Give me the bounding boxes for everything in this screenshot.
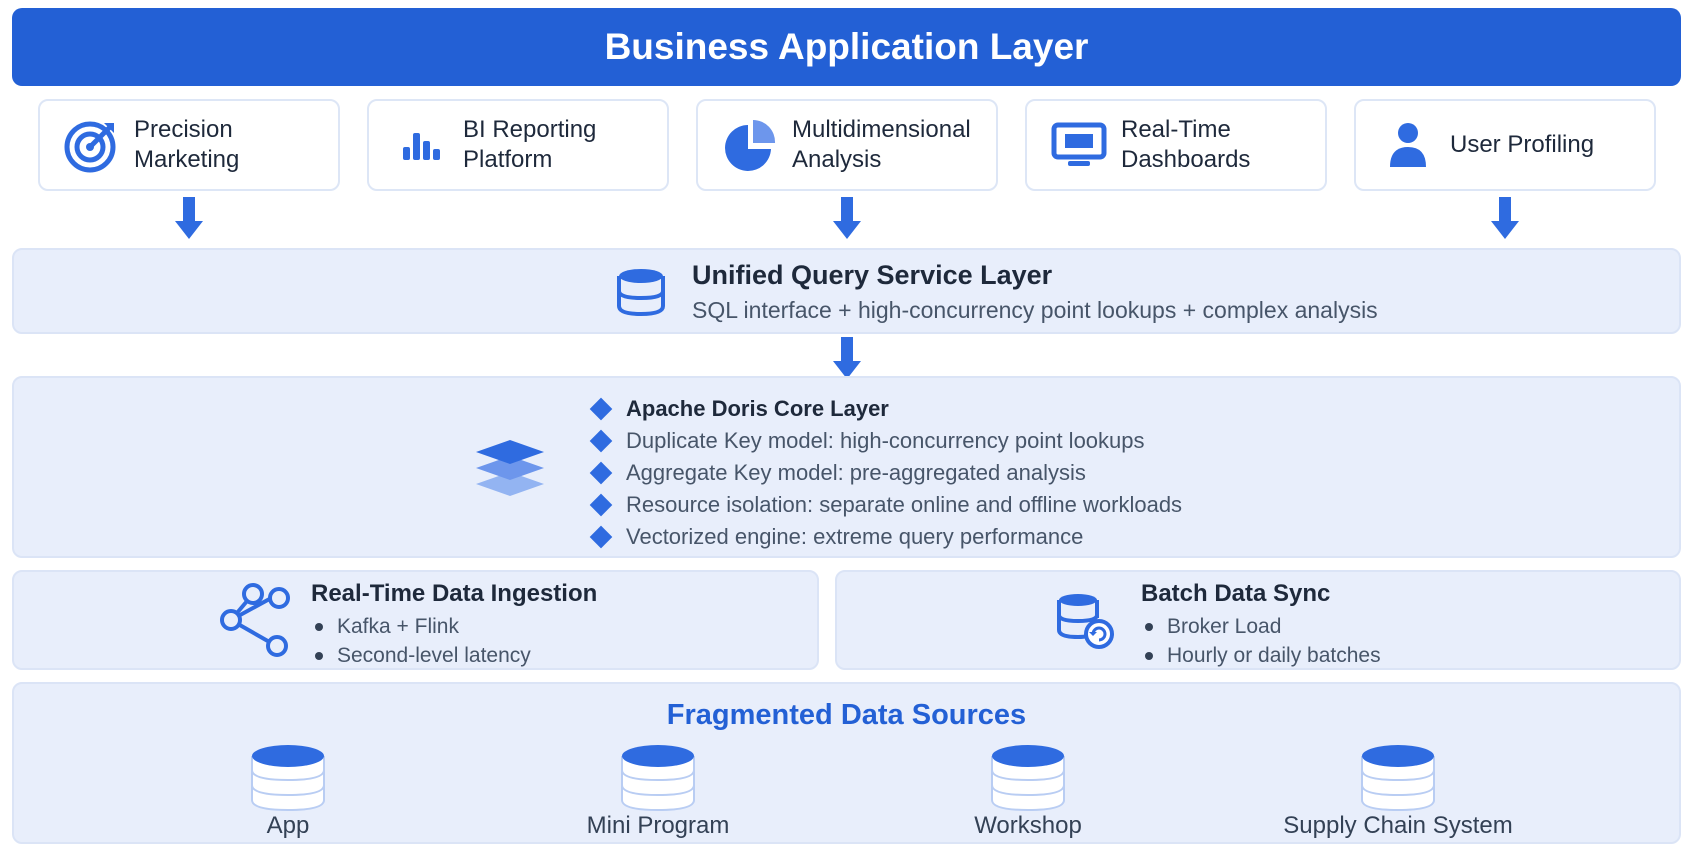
core-list-item: Duplicate Key model: high-concurrency po… [589,425,1309,457]
list-item: Kafka + Flink [311,612,531,641]
batch-sync-bullets: Broker Load Hourly or daily batches [1141,612,1381,670]
monitor-icon [1049,115,1109,175]
target-icon [62,115,122,175]
real-time-ingestion-title: Real-Time Data Ingestion [311,580,598,607]
down-arrow-icon [833,337,861,379]
data-source-app: App [138,744,438,840]
bullet-dot-icon [1145,622,1153,631]
diamond-bullet-icon [589,461,613,485]
bullet-dot-icon [315,651,323,660]
app-label: BI Reporting Platform [463,116,597,173]
core-feature-list: Apache Doris Core Layer Duplicate Key mo… [589,393,1309,553]
down-arrow-icon [833,197,861,239]
database-icon [1361,745,1435,812]
data-source-mini-program: Mini Program [508,744,808,840]
real-time-ingestion-panel: Real-Time Data Ingestion Kafka + Flink S… [12,570,819,670]
bullet-dot-icon [315,622,323,631]
database-icon [991,745,1065,812]
data-sources-title: Fragmented Data Sources [666,699,1027,731]
app-card-real-time-dashboards[interactable]: Real-Time Dashboards [1025,99,1327,191]
header-title: Business Application Layer [604,26,1089,67]
real-time-ingestion-bullets: Kafka + Flink Second-level latency [311,612,531,670]
core-list-item: Vectorized engine: extreme query perform… [589,521,1309,553]
data-source-label: Supply Chain System [1283,812,1513,839]
database-icon [251,745,325,812]
app-card-multidimensional-analysis[interactable]: Multidimensional Analysis [696,99,998,191]
apache-doris-core-layer: Apache Doris Core Layer Duplicate Key mo… [12,376,1681,558]
query-layer-title: Unified Query Service Layer [692,260,1053,290]
diamond-bullet-icon [589,525,613,549]
batch-data-sync-panel: Batch Data Sync Broker Load Hourly or da… [835,570,1681,670]
data-source-label: App [266,812,310,839]
data-source-label: Workshop [974,812,1082,839]
core-list-item: Aggregate Key model: pre-aggregated anal… [589,457,1309,489]
user-icon [1378,115,1438,175]
fragmented-data-sources-panel: Fragmented Data Sources App Mini Program… [12,682,1681,844]
list-item: Broker Load [1141,612,1381,641]
core-list-item: Resource isolation: separate online and … [589,489,1309,521]
bar-chart-icon [391,115,451,175]
app-label: Precision Marketing [134,116,240,173]
app-card-precision-marketing[interactable]: Precision Marketing [38,99,340,191]
app-card-user-profiling[interactable]: User Profiling [1354,99,1656,191]
app-label: Real-Time Dashboards [1121,116,1251,173]
data-source-label: Mini Program [586,812,730,839]
database-icon [621,745,695,812]
database-icon [615,266,667,318]
database-sync-icon [1054,590,1116,652]
list-item: Second-level latency [311,641,531,670]
down-arrow-icon [175,197,203,239]
data-source-supply-chain: Supply Chain System [1248,744,1548,840]
unified-query-service-layer: Unified Query Service Layer SQL interfac… [12,248,1681,334]
list-item: Hourly or daily batches [1141,641,1381,670]
pie-chart-icon [720,115,780,175]
data-source-workshop: Workshop [878,744,1178,840]
bullet-dot-icon [1145,651,1153,660]
batch-sync-title: Batch Data Sync [1141,580,1331,607]
app-card-bi-reporting[interactable]: BI Reporting Platform [367,99,669,191]
diamond-bullet-icon [589,429,613,453]
down-arrow-icon [1491,197,1519,239]
share-nodes-icon [217,582,293,658]
core-list-item: Apache Doris Core Layer [589,393,1309,425]
diamond-bullet-icon [589,493,613,517]
diamond-bullet-icon [589,397,613,421]
business-application-layer-banner: Business Application Layer [12,8,1681,86]
layers-icon [474,434,546,500]
query-layer-subtitle: SQL interface + high-concurrency point l… [692,297,1378,323]
app-label: User Profiling [1450,131,1595,158]
app-label: Multidimensional Analysis [792,116,971,173]
